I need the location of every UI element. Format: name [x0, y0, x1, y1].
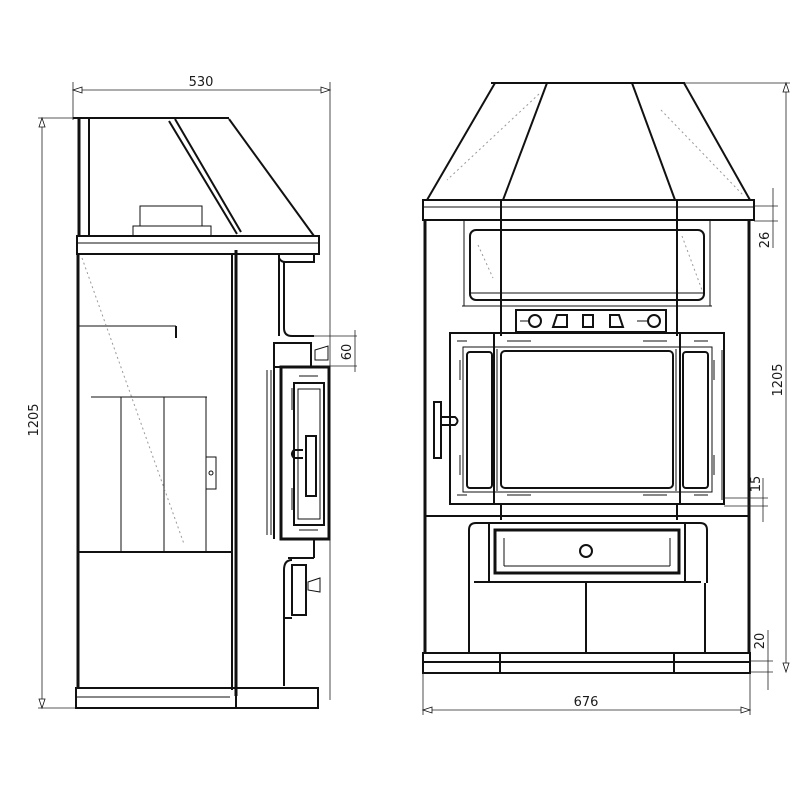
dimension-side-height: 1205 [27, 116, 76, 710]
dimension-label: 20 [753, 633, 768, 650]
dimension-label: 676 [574, 695, 599, 710]
dimension-label: 26 [758, 232, 773, 249]
dimension-label: 530 [189, 75, 214, 90]
dimension-label: 1205 [771, 363, 786, 396]
dimension-side-flue: 60 [314, 330, 357, 372]
left-damper-icon[interactable] [551, 314, 568, 328]
ash-drawer[interactable] [493, 528, 681, 575]
dimension-label: 15 [749, 476, 764, 493]
center-damper-icon[interactable] [582, 314, 594, 328]
dimension-label: 1205 [27, 403, 42, 436]
dimension-front-door-gap: 15 [724, 476, 768, 522]
dimension-front-width: 676 [421, 673, 752, 715]
side-view: 530 1205 [27, 75, 357, 710]
dimension-front-height: 1205 [685, 81, 790, 674]
right-damper-icon[interactable] [609, 314, 625, 328]
dimension-front-cornice: 26 [754, 188, 778, 248]
fire-glass [500, 350, 674, 489]
drawer-knob-icon[interactable] [579, 544, 593, 558]
dimension-front-plinth: 20 [750, 630, 773, 690]
door-handle[interactable] [433, 401, 459, 459]
front-view: 676 1205 26 15 20 [421, 81, 790, 715]
left-knob-icon[interactable] [520, 314, 542, 328]
right-knob-icon[interactable] [637, 314, 661, 328]
dimension-label: 60 [340, 344, 355, 361]
